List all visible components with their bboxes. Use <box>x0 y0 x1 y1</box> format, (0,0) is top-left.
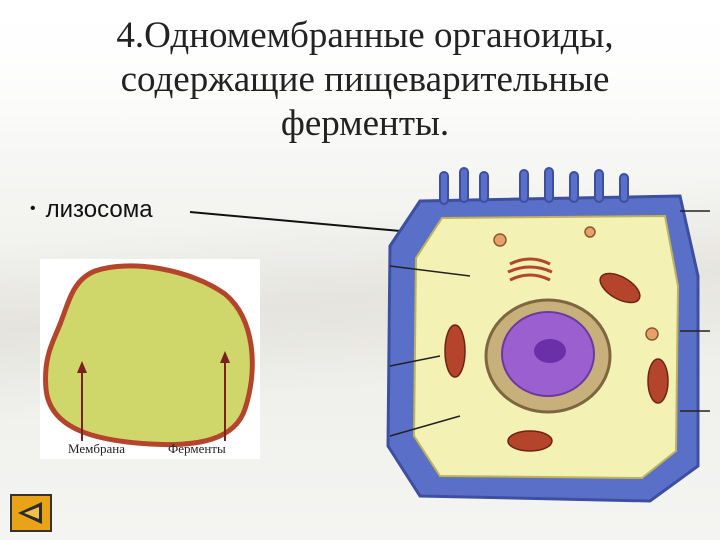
bullet-text: лизосома <box>45 196 153 223</box>
cell-figure <box>380 166 710 511</box>
lysosome-diagram <box>43 263 255 448</box>
bullet-item: • лизосома <box>30 196 153 224</box>
slide-title: 4.Одномембранные органоиды, содержащие п… <box>116 15 614 144</box>
back-button[interactable] <box>10 494 52 532</box>
animal-cell-diagram <box>386 167 710 503</box>
bullet-dot-icon: • <box>30 200 36 217</box>
back-triangle-icon <box>18 502 42 524</box>
lysosome-figure <box>40 259 260 459</box>
label-enzymes: Ферменты <box>168 441 226 456</box>
label-membrane: Мембрана <box>68 441 125 456</box>
